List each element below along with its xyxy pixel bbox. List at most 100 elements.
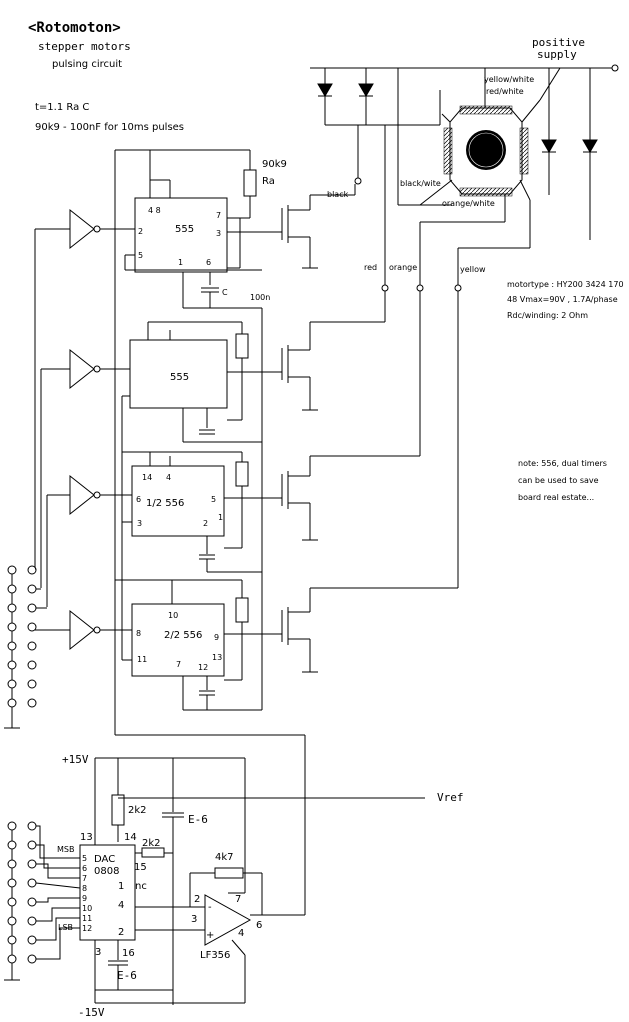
- wire-label-yellow-white: yellow/white: [484, 75, 534, 84]
- dac-pin-15: 15: [134, 862, 147, 873]
- timer-2-label: 555: [170, 372, 189, 383]
- timer-3-pin-14: 14: [142, 473, 152, 482]
- mosfet-4: [224, 291, 459, 673]
- dac-pin-16: 16: [122, 948, 135, 959]
- vref-label: Vref: [437, 791, 464, 804]
- timer-555-2: 555: [129, 339, 228, 409]
- input-connector-bottom: [4, 821, 81, 981]
- wire-label-red-white: red/white: [486, 87, 524, 96]
- plus-15v-label: +15V: [62, 753, 89, 766]
- wire-label-yellow: yellow: [460, 265, 486, 274]
- timer-4-pin-9: 9: [214, 633, 219, 642]
- inverter-4: [35, 609, 132, 651]
- header-text: <Rotomoton> stepper motors pulsing circu…: [28, 20, 184, 133]
- timer-1-label: 555: [175, 224, 194, 235]
- dac-pin-5: 5: [82, 854, 87, 863]
- opamp-lf356: - + 2 3 7 6 4 LF356: [191, 894, 262, 961]
- dac-pin-8: 8: [82, 884, 87, 893]
- mosfet-3: [224, 291, 421, 541]
- timer-4-pin-10: 10: [168, 611, 178, 620]
- diagram-title: <Rotomoton>: [28, 20, 121, 36]
- dac-label-2: 0808: [94, 866, 119, 877]
- note-line-2: can be used to save: [518, 476, 599, 485]
- timer-1-pin-3: 3: [216, 229, 221, 238]
- positive-supply-label: positive: [532, 36, 585, 49]
- resistor-2k2-ref: [141, 847, 165, 858]
- clamp-diode-right-2: [582, 68, 598, 240]
- opamp-pin-4: 4: [238, 928, 244, 939]
- opamp-pin-7: 7: [235, 894, 241, 905]
- wire-label-orange: orange: [389, 263, 417, 272]
- opamp-pin-2: 2: [194, 894, 200, 905]
- resistor-2k2-vref: [111, 794, 125, 826]
- dac-pin-9: 9: [82, 894, 87, 903]
- dac-pin-2: 2: [118, 927, 124, 938]
- inverter-3: [46, 474, 132, 607]
- timer-3-pin-2: 2: [203, 519, 208, 528]
- timer-4-pin-13: 13: [212, 653, 222, 662]
- design-note: note: 556, dual timers can be used to sa…: [518, 459, 607, 502]
- resistor-4k7: [214, 867, 244, 879]
- wire-label-orange-white: orange/white: [442, 199, 495, 208]
- note-line-1: note: 556, dual timers: [518, 459, 607, 468]
- opamp-pin-6: 6: [256, 920, 262, 931]
- r-4k7-label: 4k7: [215, 852, 234, 863]
- motor-rdc-text: Rdc/winding: 2 Ohm: [507, 311, 588, 320]
- diagram-subtitle: stepper motors: [38, 40, 131, 53]
- clamp-diode-left-2: [358, 68, 374, 125]
- timer-3-pin-1: 1: [218, 513, 223, 522]
- timer-4-pin-8: 8: [136, 629, 141, 638]
- dac-0808: DAC 0808 MSB LSB 5 6 7 8 9 10 11 12 13 1…: [57, 832, 147, 959]
- dac-pin-7: 7: [82, 874, 87, 883]
- opamp-minus: -: [208, 902, 212, 913]
- clamp-diode-right-1: [541, 68, 557, 195]
- timer-1-pin-2: 2: [138, 227, 143, 236]
- mosfet-1: [227, 184, 356, 269]
- clamp-diode-left-1: [317, 68, 333, 125]
- dac-pin-10: 10: [82, 904, 92, 913]
- r-2k2-label-a: 2k2: [128, 805, 147, 816]
- dac-pin-14: 14: [124, 832, 137, 843]
- timer-1-pin-7: 7: [216, 211, 221, 220]
- opamp-plus: +: [206, 930, 214, 941]
- input-connector-top: [4, 565, 47, 729]
- timer-1-pin-4-8: 4 8: [148, 206, 161, 215]
- dac-pin-4: 4: [118, 900, 124, 911]
- inverter-2: [40, 348, 130, 588]
- timer-1-pin-1: 1: [178, 258, 183, 267]
- resistor-ra: [243, 169, 257, 197]
- timer-4-label: 2/2 556: [164, 630, 202, 641]
- cap-e6-label-a: E-6: [188, 813, 208, 826]
- timer-556-half-2: 2/2 556 10 8 11 9 13 7 12: [131, 603, 225, 677]
- wire-label-black-white: black/wite: [400, 179, 441, 188]
- supply-rail: positive supply: [310, 36, 619, 72]
- timer-3-label: 1/2 556: [146, 498, 184, 509]
- dac-msb-label: MSB: [57, 845, 74, 854]
- opamp-pin-3: 3: [191, 914, 197, 925]
- r-2k2-label-b: 2k2: [142, 838, 161, 849]
- timer-4-pin-12: 12: [198, 663, 208, 672]
- opamp-label: LF356: [200, 950, 230, 961]
- timer-4-pin-11: 11: [137, 655, 147, 664]
- motor-type-text: motortype : HY200 3424 170: [507, 280, 624, 289]
- timer-3-pin-3: 3: [137, 519, 142, 528]
- dac-pin-13: 13: [80, 832, 93, 843]
- diagram-subtitle-2: pulsing circuit: [52, 59, 122, 70]
- dac-pin-11: 11: [82, 914, 92, 923]
- timer-4-pin-7: 7: [176, 660, 181, 669]
- dac-label: DAC: [94, 854, 115, 865]
- dac-pin-3: 3: [95, 947, 101, 958]
- motor-ratings-text: 48 Vmax=90V , 1.7A/phase: [507, 295, 618, 304]
- minus-15v-label: -15V: [78, 1006, 105, 1019]
- inverter-1: [34, 208, 135, 567]
- timer-556-half-1: 1/2 556 14 4 6 3 5 1 2: [131, 465, 225, 537]
- cap-c-label: C: [222, 288, 228, 297]
- cap-value-label: 100n: [250, 293, 270, 302]
- dac-pin-6: 6: [82, 864, 87, 873]
- motor-specs: motortype : HY200 3424 170 48 Vmax=90V ,…: [507, 280, 624, 320]
- dac-pin-1: 1: [118, 881, 124, 892]
- ra-name-label: Ra: [262, 176, 275, 187]
- stepper-motor: [419, 99, 541, 206]
- resistor-timer-4: [235, 597, 249, 623]
